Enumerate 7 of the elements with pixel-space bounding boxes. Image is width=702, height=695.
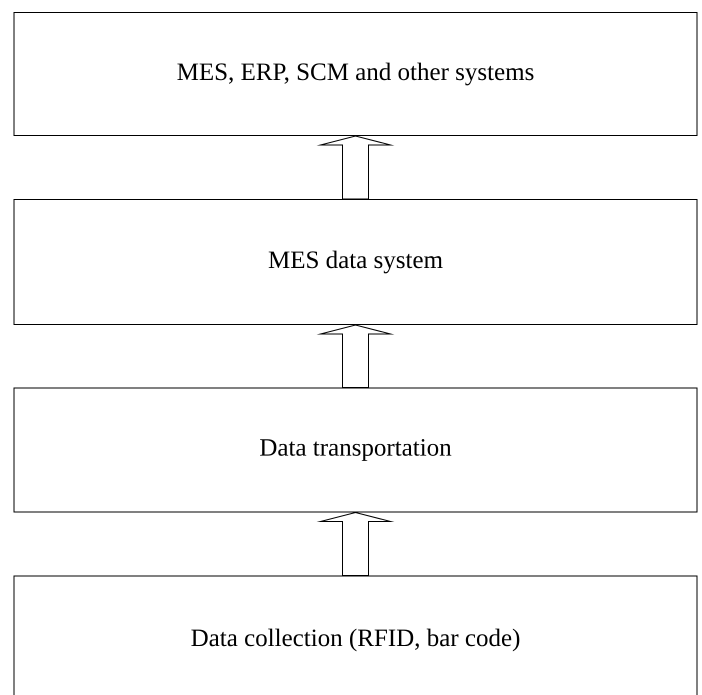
layer-box: Data collection (RFID, bar code) (14, 575, 698, 695)
layer-box: MES, ERP, SCM and other systems (14, 12, 698, 136)
layer-box: Data transportation (14, 387, 698, 512)
block-arrow (316, 135, 394, 200)
block-arrow (316, 324, 394, 388)
block-arrow (316, 512, 394, 576)
layer-box: MES data system (14, 199, 698, 325)
